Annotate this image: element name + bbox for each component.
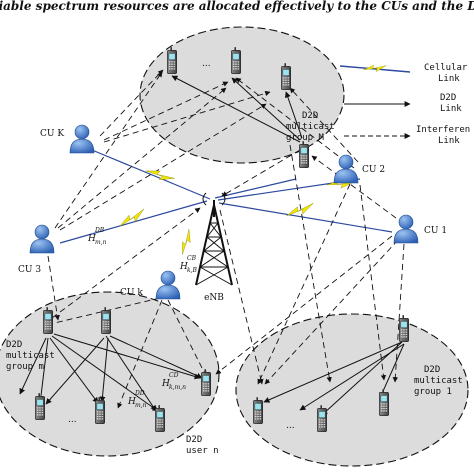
- user-icon: [333, 154, 359, 184]
- d2d-user-n-label: D2D user n: [186, 435, 219, 456]
- cu-3-label: CU 3: [18, 265, 41, 275]
- svg-text:m,n: m,n: [135, 402, 147, 409]
- svg-text:group M: group M: [286, 133, 325, 143]
- group-M-ellipse: [139, 26, 345, 164]
- interference-bolts: [116, 163, 354, 256]
- enb-tower: [195, 192, 233, 286]
- legend-cellular-line1: Cellular: [424, 63, 468, 73]
- svg-text:user n: user n: [186, 446, 219, 456]
- phone-icon: [154, 404, 166, 433]
- cu-k-label: CU k: [120, 288, 143, 298]
- phone-icon: [398, 314, 410, 343]
- h-cb-label: H CB k,B: [179, 255, 198, 274]
- group-1-label: D2D multicast group 1: [414, 365, 463, 397]
- phone-icon: [316, 404, 328, 433]
- svg-text:H: H: [161, 379, 170, 389]
- enb-label: eNB: [204, 293, 224, 303]
- svg-text:m,n: m,n: [95, 239, 107, 246]
- phone-icon: [378, 388, 390, 417]
- legend-d2d-line2: Link: [440, 104, 462, 114]
- h-dd-label: H DD m,n: [127, 390, 147, 409]
- user-icon: [155, 270, 181, 300]
- cu-1-label: CU 1: [424, 226, 447, 236]
- svg-text:D2D: D2D: [302, 111, 318, 121]
- phone-icon: [94, 396, 106, 425]
- svg-text:k,B: k,B: [187, 267, 198, 274]
- user-icon: [69, 124, 95, 154]
- svg-text:CD: CD: [169, 372, 179, 379]
- group-m-label: D2D multicast group m: [6, 340, 55, 372]
- ellipsis-group-M: ...: [202, 59, 211, 69]
- d2d-links: [19, 75, 405, 416]
- interference-links: [45, 69, 405, 409]
- caption-fragment: variable spectrum resources are allocate…: [0, 0, 474, 13]
- svg-text:H: H: [127, 397, 136, 407]
- phone-icon: [34, 392, 46, 421]
- cu-2-label: CU 2: [362, 165, 385, 175]
- h-db-label: H DB m,n: [87, 227, 107, 246]
- user-icon: [29, 224, 55, 254]
- user-icon: [393, 214, 419, 244]
- cu-K-label: CU K: [40, 129, 64, 139]
- phone-icon: [200, 368, 212, 397]
- svg-text:H: H: [179, 262, 188, 272]
- phone-icon: [252, 396, 264, 425]
- phone-icon: [230, 46, 242, 75]
- svg-text:D2D: D2D: [186, 435, 202, 445]
- svg-text:k,m,n: k,m,n: [169, 384, 186, 391]
- legend-cellular-line2: Link: [438, 74, 460, 84]
- svg-text:multicast: multicast: [286, 122, 335, 132]
- h-cd-label: H CD k,m,n: [161, 372, 186, 391]
- phone-icon: [298, 140, 310, 169]
- svg-text:group 1: group 1: [414, 387, 452, 397]
- legend-d2d-line1: D2D: [440, 93, 456, 103]
- ellipsis-group-1: ...: [286, 421, 295, 431]
- svg-text:group m: group m: [6, 362, 44, 372]
- phone-icon: [280, 62, 292, 91]
- svg-text:multicast: multicast: [414, 376, 463, 386]
- svg-text:DB: DB: [94, 227, 105, 234]
- phone-icon: [100, 306, 112, 335]
- legend: Cellular Link D2D Link Interferen Link: [339, 63, 470, 146]
- svg-text:H: H: [87, 234, 96, 244]
- group-M-label: D2D multicast group M: [286, 111, 335, 143]
- phone-icon: [166, 46, 178, 75]
- ellipsis-group-m: ...: [68, 415, 77, 425]
- svg-text:D2D: D2D: [6, 340, 22, 350]
- svg-text:CB: CB: [187, 255, 197, 262]
- legend-interference-line2: Link: [438, 136, 460, 146]
- legend-interference-line1: Interferen: [416, 125, 470, 135]
- svg-text:D2D: D2D: [424, 365, 440, 375]
- phone-icon: [42, 306, 54, 335]
- svg-text:multicast: multicast: [6, 351, 55, 361]
- svg-text:DD: DD: [134, 390, 145, 397]
